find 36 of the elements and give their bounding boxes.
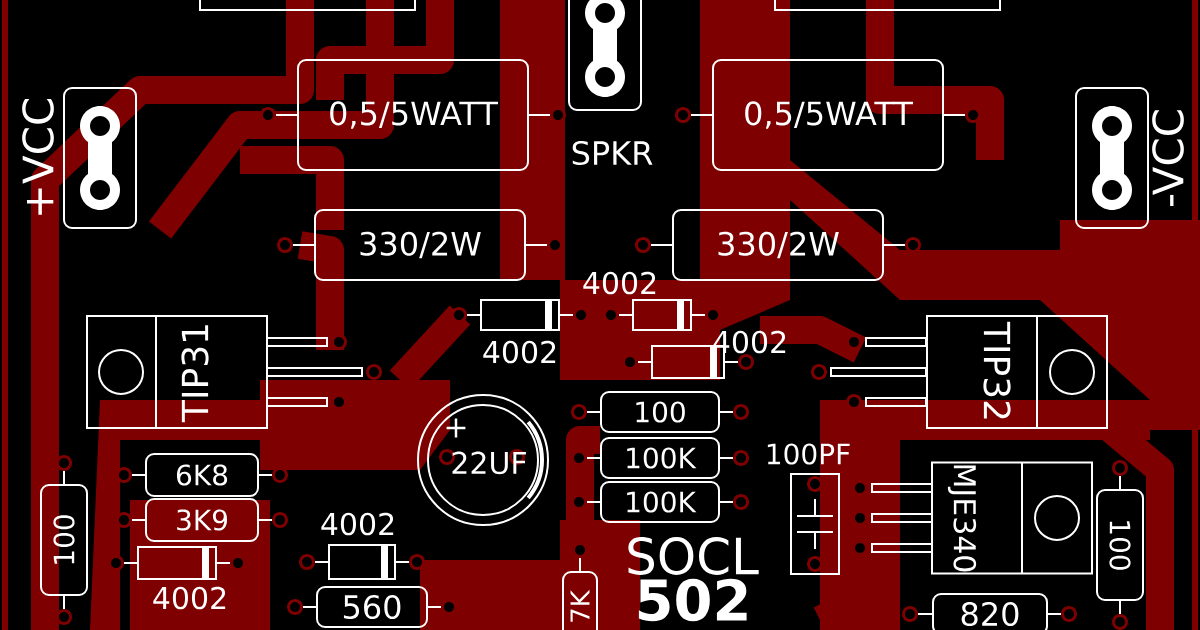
transistor-outline: MJE340 [931,461,1093,575]
resistor-outline: 6K8 [145,453,259,497]
resistor-outline: 0,5/5WATT [712,59,944,171]
capacitor-outline: 22UF + [417,394,549,526]
resistor-outline: 330/2W [672,209,884,281]
resistor-outline: 330/2W [314,209,526,281]
board-label: 502 [638,578,747,622]
resistor-outline: 820 [932,593,1048,630]
capacitor-outline [790,473,840,575]
resistor-outline: 3K9 [145,498,259,542]
part-label: 4002 [321,512,394,536]
connector-outline [568,0,642,111]
part-label: SPKR [572,140,653,166]
diode-outline [137,546,217,580]
diode-outline [480,299,560,331]
connector-outline [63,87,137,229]
resistor-outline: 100 [40,484,88,596]
resistor-outline: 100 [1096,489,1144,601]
part-label: 4002 [483,340,556,364]
connector-outline [1075,87,1149,229]
part-label: 100PF [767,443,850,465]
part-label: 4002 [153,586,226,610]
diode-outline [328,544,396,580]
resistor-outline: 100K [600,437,720,479]
transistor-outline: TIP31 [86,315,268,429]
part-label: -VCC [1152,110,1184,206]
resistor-outline: 100 [600,391,720,433]
diode-outline [632,299,692,331]
resistor-outline: 7K [562,571,598,630]
resistor-outline: 100K [600,481,720,523]
part-label: 4002 [583,271,656,295]
board-label: SOCL [628,537,759,575]
transistor-outline: TIP32 [926,315,1108,429]
resistor-outline: 0,5/5WATT [297,59,529,171]
part-label: +VCC [22,99,54,215]
resistor-outline: 560 [316,586,428,628]
